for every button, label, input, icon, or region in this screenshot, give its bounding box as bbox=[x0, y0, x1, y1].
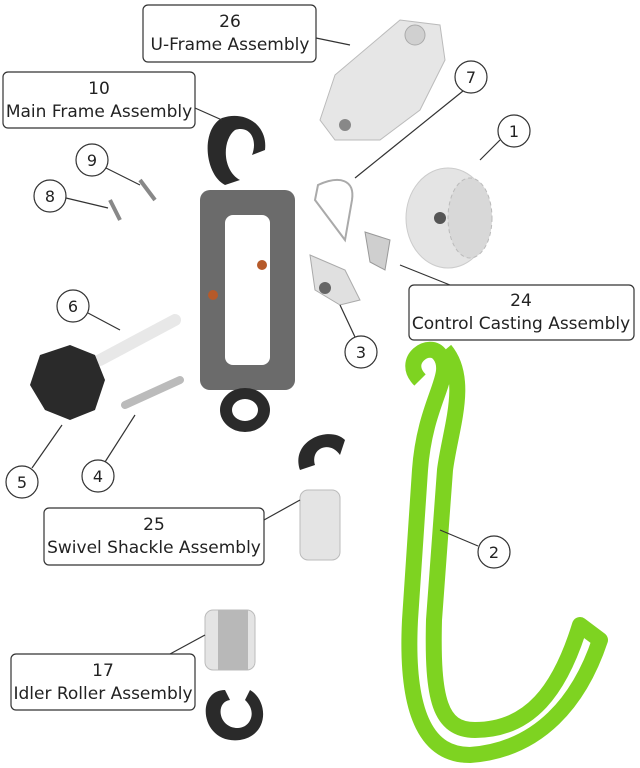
callout-name: U-Frame Assembly bbox=[151, 35, 310, 55]
part-number-6: 6 bbox=[56, 289, 90, 323]
knob-5-part bbox=[30, 345, 105, 420]
callout-number: 10 bbox=[88, 79, 110, 99]
leader-line-8 bbox=[65, 197, 109, 209]
idler-roller-part bbox=[204, 609, 264, 741]
leader-line-1 bbox=[479, 139, 501, 161]
svg-text:5: 5 bbox=[17, 473, 27, 492]
control-casting-part bbox=[309, 231, 391, 306]
callout-name: Main Frame Assembly bbox=[6, 102, 192, 122]
svg-text:1: 1 bbox=[509, 122, 519, 141]
part-number-1: 1 bbox=[497, 114, 531, 148]
callout-number: 25 bbox=[143, 515, 165, 535]
leader-line-7 bbox=[354, 90, 464, 179]
part-number-7: 7 bbox=[454, 60, 488, 94]
part-number-9: 9 bbox=[75, 143, 109, 177]
svg-text:9: 9 bbox=[87, 151, 97, 170]
svg-text:7: 7 bbox=[466, 68, 476, 87]
callout-u-frame-assembly: 26 U-Frame Assembly bbox=[142, 4, 317, 63]
callout-idler-roller-assembly: 17 Idler Roller Assembly bbox=[10, 653, 196, 711]
leader-line-4 bbox=[104, 414, 136, 463]
svg-text:6: 6 bbox=[68, 297, 78, 316]
spring-7-part bbox=[313, 179, 354, 243]
callout-number: 17 bbox=[92, 661, 114, 681]
callout-name: Control Casting Assembly bbox=[412, 314, 630, 334]
callout-name: Swivel Shackle Assembly bbox=[47, 538, 261, 558]
svg-text:4: 4 bbox=[93, 467, 103, 486]
part-number-3: 3 bbox=[344, 335, 378, 369]
svg-text:2: 2 bbox=[489, 543, 499, 562]
swivel-shackle-part bbox=[298, 434, 345, 561]
part-number-5: 5 bbox=[5, 465, 39, 499]
green-hook-part-2 bbox=[401, 341, 608, 763]
pin-8-part bbox=[108, 199, 122, 221]
leader-line-3 bbox=[339, 304, 356, 338]
svg-text:3: 3 bbox=[356, 343, 366, 362]
callout-name: Idler Roller Assembly bbox=[13, 684, 192, 704]
u-frame-assembly-part bbox=[319, 19, 446, 141]
rod-6-part bbox=[94, 314, 181, 366]
leader-line-17 bbox=[169, 634, 206, 655]
part-number-2: 2 bbox=[477, 535, 511, 569]
leader-line-24 bbox=[399, 264, 456, 288]
svg-text:8: 8 bbox=[45, 187, 55, 206]
leader-line-6 bbox=[87, 312, 121, 331]
leader-line-9 bbox=[105, 167, 141, 186]
pin-4-part bbox=[121, 376, 184, 409]
leader-line-5 bbox=[31, 424, 63, 469]
part-number-4: 4 bbox=[81, 459, 115, 493]
part-number-8: 8 bbox=[33, 179, 67, 213]
leader-line-10 bbox=[194, 107, 223, 121]
ratchet-wheel-1-part bbox=[405, 167, 493, 269]
main-frame-assembly-part bbox=[200, 115, 295, 432]
leader-line-2 bbox=[439, 529, 479, 547]
callout-main-frame-assembly: 10 Main Frame Assembly bbox=[2, 71, 196, 129]
leader-line-25 bbox=[263, 499, 301, 521]
pin-9-part bbox=[138, 178, 157, 202]
leader-line-26 bbox=[315, 37, 351, 46]
callout-control-casting-assembly: 24 Control Casting Assembly bbox=[408, 284, 635, 341]
callout-number: 24 bbox=[510, 291, 532, 311]
callout-number: 26 bbox=[219, 12, 241, 32]
callout-swivel-shackle-assembly: 25 Swivel Shackle Assembly bbox=[43, 507, 265, 566]
